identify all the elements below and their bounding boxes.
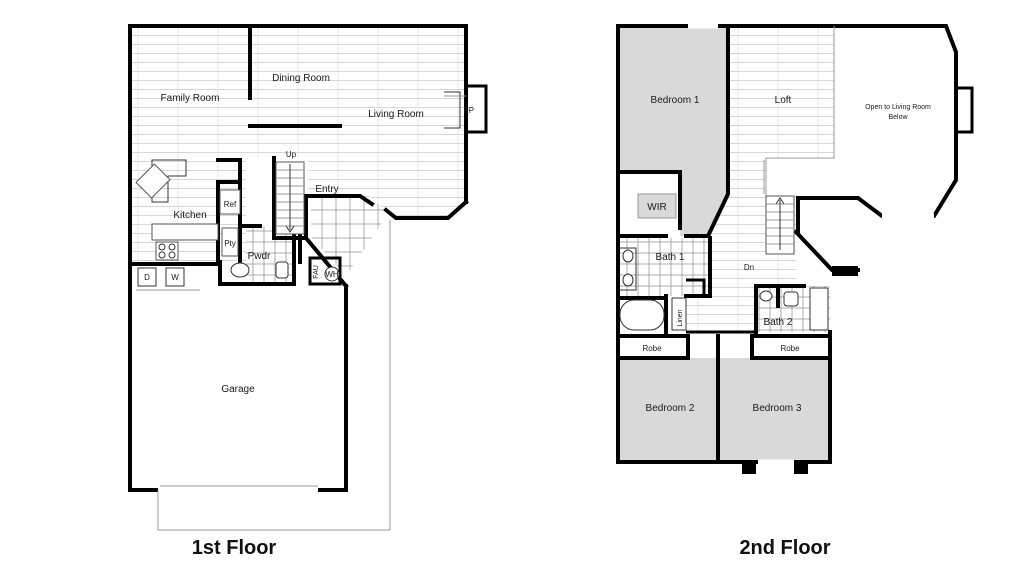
stairs-down-label: Dn (744, 263, 754, 272)
kitchen-fixtures (135, 159, 241, 261)
bedroom-1-floor (618, 26, 728, 236)
bath-2-label: Bath 2 (764, 317, 793, 328)
bedroom-3-floor (720, 358, 830, 462)
kitchen-label: Kitchen (173, 210, 206, 221)
open-to-living-line1: Open to Living Room (865, 104, 931, 111)
first-floor-plan: Family Room Dining Room Living Room FP U… (128, 24, 488, 559)
entry-tile-floor (310, 196, 388, 276)
second-floor-plan: Bedroom 1 Loft Open to Living Room Below… (616, 23, 974, 559)
dining-room-label: Dining Room (272, 73, 330, 84)
pantry-label: Pty (224, 239, 236, 248)
second-floor-title: 2nd Floor (739, 537, 830, 559)
bedroom-3-label: Bedroom 3 (753, 403, 802, 414)
living-room-label: Living Room (368, 109, 424, 120)
bedroom-1-label: Bedroom 1 (651, 95, 700, 106)
bedroom-2-floor (618, 358, 718, 462)
entry-label: Entry (315, 184, 338, 195)
second-floor-wood-floor (686, 26, 834, 330)
powder-label: Pwdr (248, 251, 271, 262)
wir-box (637, 193, 677, 219)
bath-1-label: Bath 1 (656, 252, 685, 263)
robe-right-label: Robe (780, 344, 800, 353)
fau-label: FAU (313, 265, 320, 279)
bedroom-2-label: Bedroom 2 (646, 403, 695, 414)
linen-label: Linen (677, 309, 684, 326)
fireplace-label: FP (464, 106, 474, 115)
loft-label: Loft (775, 95, 792, 106)
dryer-label: D (144, 273, 150, 282)
washer-label: W (171, 273, 179, 282)
bath-1-tile-floor (620, 238, 708, 296)
robe-left-label: Robe (642, 344, 662, 353)
first-floor-title: 1st Floor (192, 537, 277, 559)
first-floor-wood-floor (130, 26, 466, 262)
second-floor-stairs (765, 195, 795, 255)
water-heater-label: WH (325, 270, 339, 279)
garage-label: Garage (221, 384, 255, 395)
family-room-label: Family Room (161, 93, 220, 104)
open-to-living-line2: Below (888, 114, 908, 121)
stairs-up-label: Up (286, 150, 297, 159)
wir-label: WIR (647, 202, 666, 213)
refrigerator-label: Ref (224, 200, 237, 209)
first-floor-stairs (275, 161, 305, 235)
